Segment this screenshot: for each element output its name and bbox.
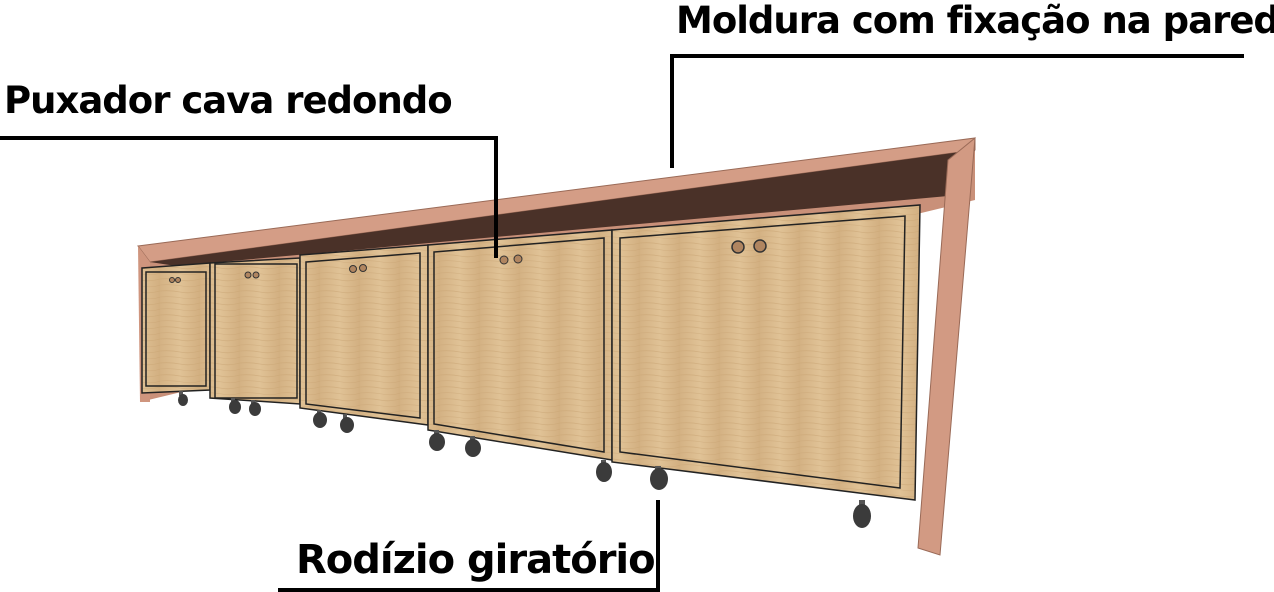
cabinet-body: [299, 244, 429, 426]
wheel: [429, 430, 445, 451]
handle-hole-right: [359, 264, 367, 272]
cabinet-4: [427, 229, 613, 461]
leader-rodizio: [278, 500, 660, 592]
handle-hole-left: [731, 240, 745, 254]
leader-moldura: [670, 54, 1244, 168]
handle-hole-right: [252, 271, 260, 279]
wheel: [249, 400, 261, 416]
door-panel: [433, 237, 605, 453]
wheel: [465, 436, 481, 457]
cabinet-3: [299, 244, 429, 433]
wheel: [178, 391, 188, 406]
handle-hole-left: [169, 277, 175, 283]
wheel: [853, 500, 871, 528]
label-rodizio: Rodízio giratório: [296, 537, 656, 583]
wheel: [313, 410, 327, 428]
door-panel: [145, 271, 207, 387]
cabinet-body: [611, 204, 921, 501]
leader-lines: [0, 54, 1244, 592]
handle-hole-left: [499, 255, 509, 265]
label-puxador: Puxador cava redondo: [4, 79, 453, 122]
frame-right-side: [917, 136, 976, 556]
handle-hole-right: [175, 277, 181, 283]
label-moldura: Moldura com fixação na parede: [676, 0, 1274, 42]
cabinet-5: [596, 204, 921, 528]
door-panel: [214, 263, 298, 399]
door-panel: [305, 252, 421, 419]
leader-puxador: [0, 136, 498, 258]
cabinet-body: [427, 229, 613, 461]
handle-hole-right: [513, 254, 523, 264]
cabinet-2: [209, 257, 301, 416]
wheel: [596, 460, 612, 482]
handle-hole-right: [753, 239, 767, 253]
handle-hole-left: [349, 265, 357, 273]
handle-hole-left: [244, 271, 252, 279]
wheel: [340, 414, 354, 433]
door-panel: [619, 215, 906, 489]
cabinet-body: [209, 257, 301, 405]
cabinet-1: [141, 262, 211, 406]
wheel: [229, 398, 241, 414]
wheel: [650, 466, 668, 490]
cabinet-body: [141, 262, 211, 394]
frame-top-underside: [150, 150, 975, 266]
